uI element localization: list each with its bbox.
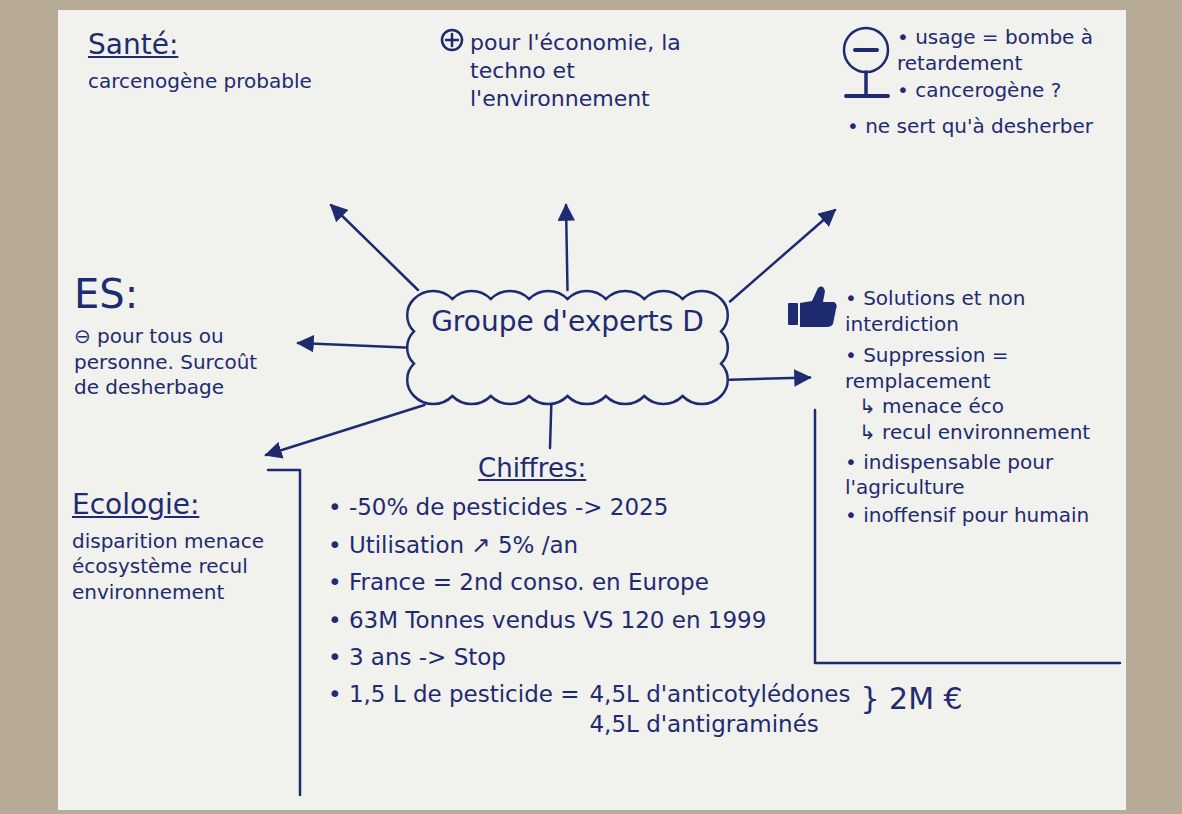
minus-sign-icon <box>844 28 888 96</box>
topic-text: • Suppression = remplacement <box>845 343 1115 394</box>
connector-arrow <box>550 405 551 448</box>
topic-text: disparition menace écosystème recul envi… <box>72 529 293 606</box>
topic-arguments: • Solutions et non interdiction • Suppres… <box>810 280 1115 655</box>
topic-text: • ne sert qu'à desherber <box>847 114 1115 140</box>
topic-text: • inoffensif pour humain <box>845 503 1115 529</box>
topic-heading: Ecologie: <box>72 487 293 523</box>
topic-text: 4,5L d'antigraminés <box>589 710 850 739</box>
text-column: 4,5L d'anticotylédones4,5L d'antigraminé… <box>589 680 850 739</box>
topic-text: 4,5L d'anticotylédones <box>589 680 850 709</box>
topic-heading: ES: <box>74 269 278 320</box>
topic-text: • cancerogène ? <box>897 78 1115 104</box>
topic-ecologie: Ecologie: disparition menace écosystème r… <box>68 455 293 775</box>
topic-sante: Santé: carcenogène probable <box>88 25 358 205</box>
connector-arrow <box>566 205 568 290</box>
text-row: • 1,5 L de pesticide = 4,5L d'anticotyléd… <box>328 680 1110 739</box>
topic-text: • 3 ans -> Stop <box>328 643 1110 672</box>
plus-symbol <box>442 30 462 50</box>
cloud-outline-path <box>407 291 728 404</box>
topic-text: ↳ menace éco <box>859 394 1115 420</box>
topic-text: • 1,5 L de pesticide = <box>328 680 579 709</box>
central-cloud: Groupe d'experts D <box>405 290 730 405</box>
connector-arrow <box>266 405 425 455</box>
topic-text: • 63M Tonnes vendus VS 120 en 1999 <box>328 606 1110 635</box>
topic-heading: Santé: <box>88 27 348 63</box>
topic-text: • France = 2nd conso. en Europe <box>328 568 1110 597</box>
connector-arrow <box>730 378 810 380</box>
region-line-left <box>268 470 300 795</box>
topic-heading: Chiffres: <box>478 452 1110 485</box>
topic-text: pour l'économie, la techno et l'environn… <box>470 29 710 113</box>
topic-text: carcenogène probable <box>88 69 348 95</box>
topic-chiffres: Chiffres: • -50% de pesticides -> 2025 • U… <box>310 448 1110 778</box>
topic-text: • Utilisation ↗ 5% /an <box>328 531 1110 560</box>
thumbs-up-icon <box>788 287 837 327</box>
connector-arrow <box>331 205 418 290</box>
topic-heading: • usage = bombe à retardement <box>897 25 1115 76</box>
topic-text: ↳ recul environnement <box>859 420 1115 446</box>
region-line-right <box>815 410 1120 663</box>
topic-text: Groupe d'experts D <box>423 304 712 340</box>
connector-arrow <box>298 343 405 348</box>
topic-heading: • Solutions et non interdiction <box>845 286 1115 337</box>
topic-text: • indispensable pour l'agriculture <box>845 450 1115 501</box>
connector-arrow <box>730 210 835 302</box>
topic-text: • -50% de pesticides -> 2025 <box>328 493 1110 522</box>
topic-es: ES:⊖ pour tous ou personne. Surcoût de d… <box>68 265 298 460</box>
topic-positive: pour l'économie, la techno et l'environn… <box>470 25 710 205</box>
topic-text: } 2M € <box>860 680 962 718</box>
topic-text: ⊖ pour tous ou personne. Surcoût de desh… <box>74 324 278 401</box>
topic-negative: • usage = bombe à retardement• cancerogè… <box>835 20 1115 210</box>
